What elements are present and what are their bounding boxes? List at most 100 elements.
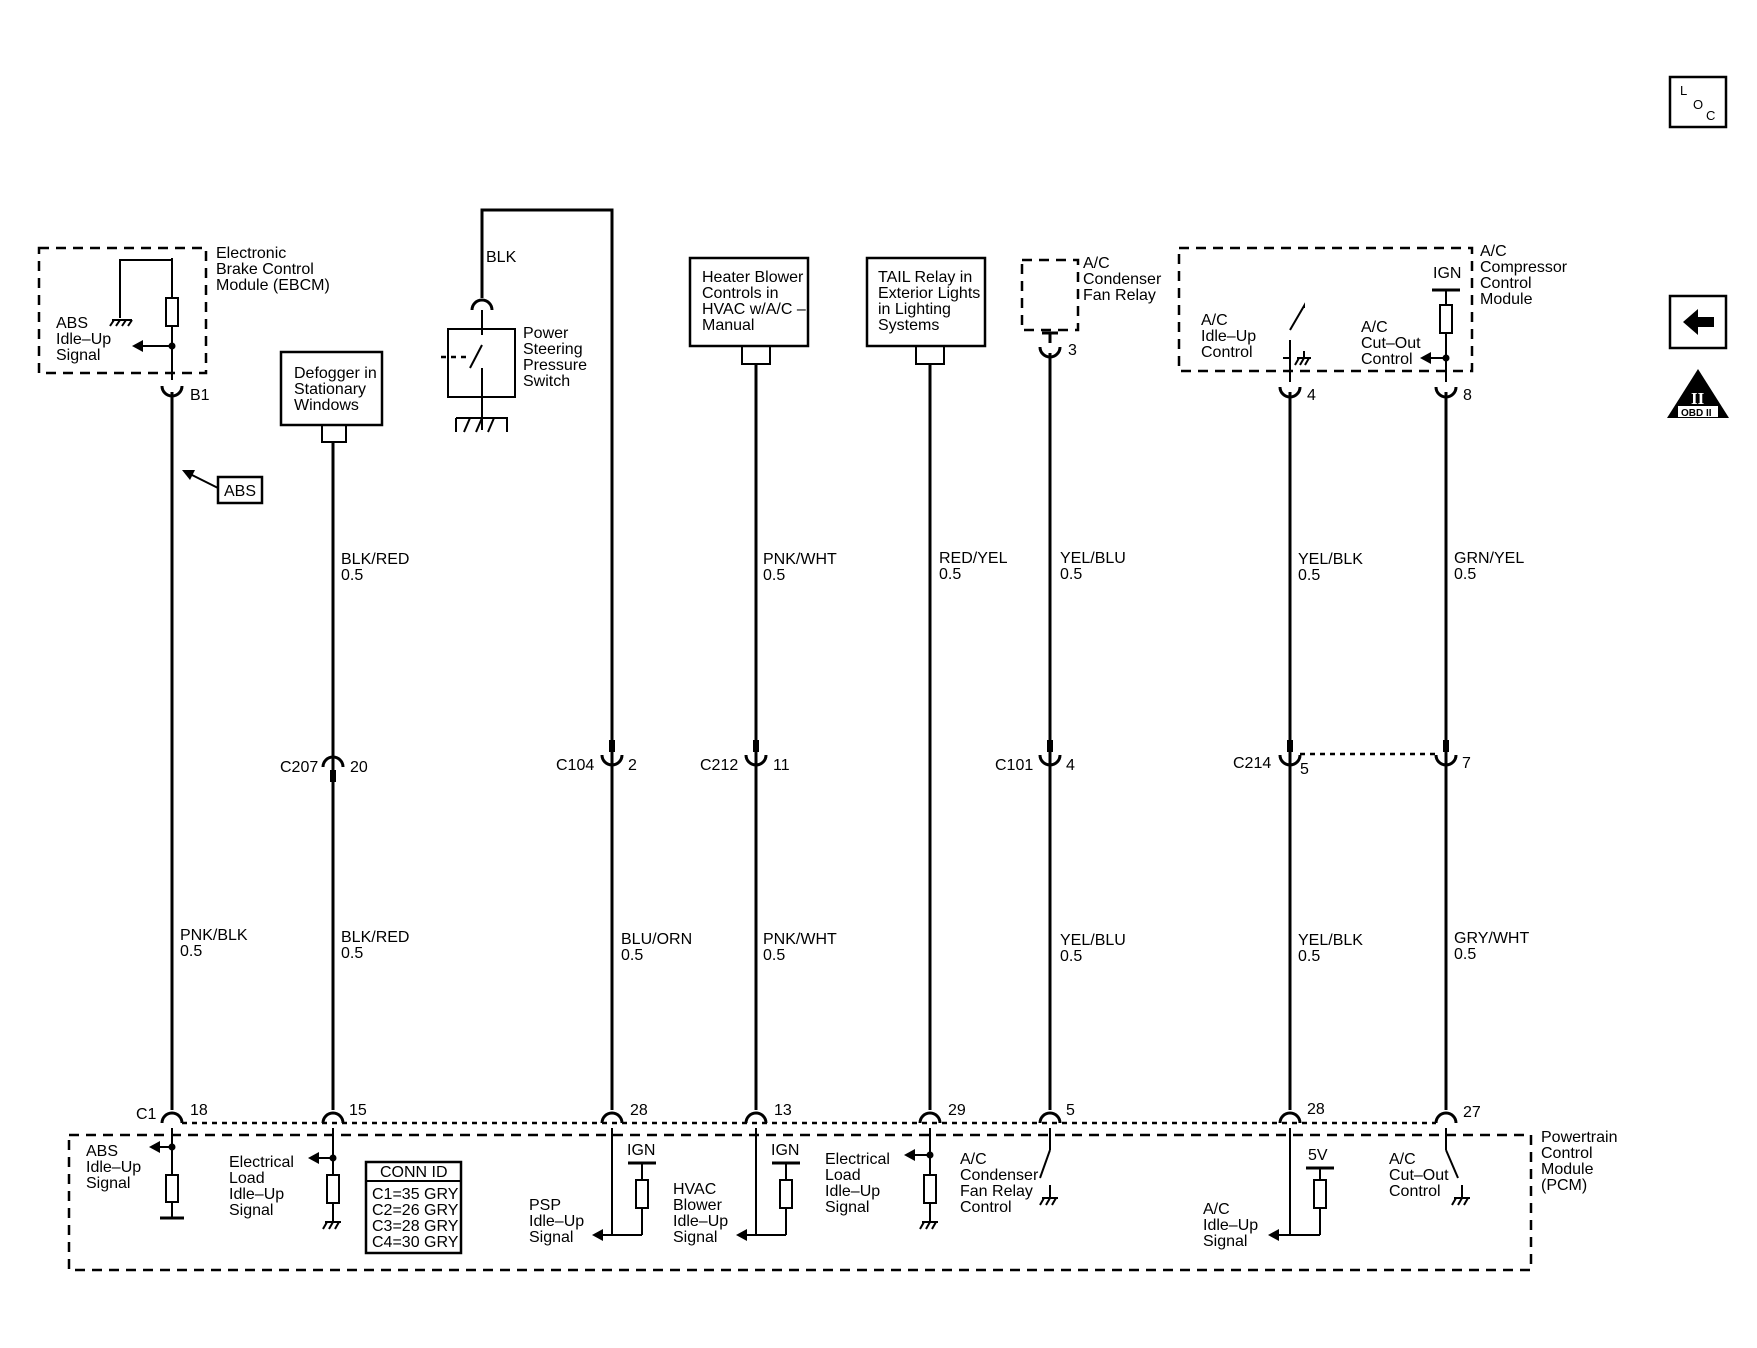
comp-label-2: Compressor xyxy=(1480,259,1568,276)
arrow-left-icon xyxy=(592,1229,603,1241)
wire-label-cutout-low: GRY/WHT xyxy=(1454,930,1529,947)
pcm-label-1: Powertrain xyxy=(1541,1129,1617,1146)
psp-label-3: Pressure xyxy=(523,357,587,374)
back-arrow-button[interactable] xyxy=(1668,294,1728,350)
obd-numeral: II xyxy=(1691,389,1705,408)
heater-label-4: Manual xyxy=(702,317,754,334)
pcm-elec2-2: Load xyxy=(825,1167,861,1184)
conn-id-title: CONN ID xyxy=(380,1164,448,1181)
heater-label-2: Controls in xyxy=(702,285,778,302)
comp-cutout-3: Control xyxy=(1361,351,1413,368)
arrow-left-icon xyxy=(1420,352,1431,364)
c101-pin: 4 xyxy=(1066,757,1075,774)
wire-runs xyxy=(170,353,1448,1110)
conn-id-row-3: C3=28 GRY xyxy=(372,1218,459,1235)
arrow-left-icon xyxy=(308,1152,319,1164)
tail-relay-module: TAIL Relay in Exterior Lights in Lightin… xyxy=(865,256,987,365)
arrow-left-icon xyxy=(149,1141,160,1153)
pcm-label-4: (PCM) xyxy=(1541,1177,1587,1194)
resistor-icon xyxy=(1313,1179,1327,1209)
comp-label-4: Module xyxy=(1480,291,1533,308)
resistor-icon xyxy=(326,1174,340,1204)
comp-idle-2: Idle–Up xyxy=(1201,328,1256,345)
heater-label-3: HVAC w/A/C – xyxy=(702,301,806,318)
wire-gauge-defog-low: 0.5 xyxy=(341,945,363,962)
comp-label-3: Control xyxy=(1480,275,1532,292)
resistor-icon xyxy=(923,1174,937,1204)
pcm-psp-2: Idle–Up xyxy=(529,1213,584,1230)
pcm-hvac-3: Idle–Up xyxy=(673,1213,728,1230)
pcm-pin-6: 5 xyxy=(1066,1102,1075,1119)
arrow-left-icon xyxy=(736,1229,747,1241)
pcm-fan-1: A/C xyxy=(960,1151,987,1168)
comp-cutout-1: A/C xyxy=(1361,319,1388,336)
conn-id-row-1: C1=35 GRY xyxy=(372,1186,459,1203)
pcm-psp-3: Signal xyxy=(529,1229,573,1246)
pcm-elec1-2: Load xyxy=(229,1170,265,1187)
ground-icon xyxy=(455,417,508,433)
pcm-circuit-elec-load-2: Electrical Load Idle–Up Signal xyxy=(825,1128,938,1230)
lower-wire-labels: PNK/BLK 0.5 BLK/RED 0.5 BLU/ORN 0.5 PNK/… xyxy=(180,927,1529,965)
resistor-icon xyxy=(779,1179,793,1209)
ebcm-abs-3: Signal xyxy=(56,347,100,364)
pcm-hvac-2: Blower xyxy=(673,1197,723,1214)
psp-label-1: Power xyxy=(523,325,569,342)
pcm-pin-7: 28 xyxy=(1307,1101,1325,1118)
conn-id-row-2: C2=26 GRY xyxy=(372,1202,459,1219)
c214-pin-a: 5 xyxy=(1300,761,1309,778)
pcm-cutout-1: A/C xyxy=(1389,1151,1416,1168)
c214-pin-b: 7 xyxy=(1462,755,1471,772)
c212-label: C212 xyxy=(700,757,738,774)
wire-gauge-fan-up: 0.5 xyxy=(1060,566,1082,583)
pcm-fan-2: Condenser xyxy=(960,1167,1039,1184)
pcm-pin-2: 15 xyxy=(349,1102,367,1119)
pcm-ign-1: IGN xyxy=(627,1142,655,1159)
ground-icon xyxy=(1039,1197,1058,1206)
pcm-psp-1: PSP xyxy=(529,1197,561,1214)
pcm-circuit-fan-relay: A/C Condenser Fan Relay Control xyxy=(960,1128,1058,1216)
pcm-pin-5: 29 xyxy=(948,1102,966,1119)
pcm-fan-3: Fan Relay xyxy=(960,1183,1033,1200)
c1-label: C1 xyxy=(136,1106,157,1123)
defogger-label-1: Defogger in xyxy=(294,365,377,382)
ebcm-label-3: Module (EBCM) xyxy=(216,277,330,294)
ground-icon xyxy=(919,1221,938,1230)
pcm-circuit-ac-cutout: A/C Cut–Out Control xyxy=(1389,1128,1470,1206)
loc-button[interactable]: L O C xyxy=(1668,75,1728,129)
psp-label-4: Switch xyxy=(523,373,570,390)
abs-ref-label: ABS xyxy=(224,483,256,500)
pcm-fan-4: Control xyxy=(960,1199,1012,1216)
wire-gauge-cutout-up: 0.5 xyxy=(1454,566,1476,583)
pcm-elec2-3: Idle–Up xyxy=(825,1183,880,1200)
fan-relay-label-1: A/C xyxy=(1083,255,1110,272)
left-arrow-icon xyxy=(1683,309,1714,335)
ground-icon xyxy=(1294,351,1311,366)
comp-idle-3: Control xyxy=(1201,344,1253,361)
connector-b1: B1 xyxy=(160,385,210,404)
comp-pin-a: 4 xyxy=(1307,387,1316,404)
pcm-circuit-psp: IGN PSP Idle–Up Signal xyxy=(529,1128,656,1246)
pcm-acidle-3: Signal xyxy=(1203,1233,1247,1250)
wire-label-ebcm-low: PNK/BLK xyxy=(180,927,248,944)
ground-icon xyxy=(1451,1197,1470,1206)
wire-gauge-heater-up: 0.5 xyxy=(763,567,785,584)
wire-gauge-idle-up: 0.5 xyxy=(1298,567,1320,584)
wire-gauge-fan-low: 0.5 xyxy=(1060,948,1082,965)
wire-gauge-defog-up: 0.5 xyxy=(341,567,363,584)
fan-relay-label-2: Condenser xyxy=(1083,271,1162,288)
wire-label-tail-up: RED/YEL xyxy=(939,550,1008,567)
wire-label-psp-low: BLU/ORN xyxy=(621,931,692,948)
pcm-circuit-ac-idle: 5V A/C Idle–Up Signal xyxy=(1203,1128,1334,1250)
obd-ii-icon[interactable]: II OBD II xyxy=(1667,369,1729,419)
ac-fan-relay: A/C Condenser Fan Relay 3 xyxy=(1020,255,1162,359)
wire-gauge-idle-low: 0.5 xyxy=(1298,948,1320,965)
pcm-abs-1: ABS xyxy=(86,1143,118,1160)
c207-pin: 20 xyxy=(350,759,368,776)
wire-gauge-ebcm-low: 0.5 xyxy=(180,943,202,960)
abs-reference-box[interactable]: ABS xyxy=(182,470,264,505)
ebcm-abs-2: Idle–Up xyxy=(56,331,111,348)
wire-label-defog-low: BLK/RED xyxy=(341,929,409,946)
wire-gauge-cutout-low: 0.5 xyxy=(1454,946,1476,963)
conn-id-table: CONN ID C1=35 GRY C2=26 GRY C3=28 GRY C4… xyxy=(364,1160,463,1255)
